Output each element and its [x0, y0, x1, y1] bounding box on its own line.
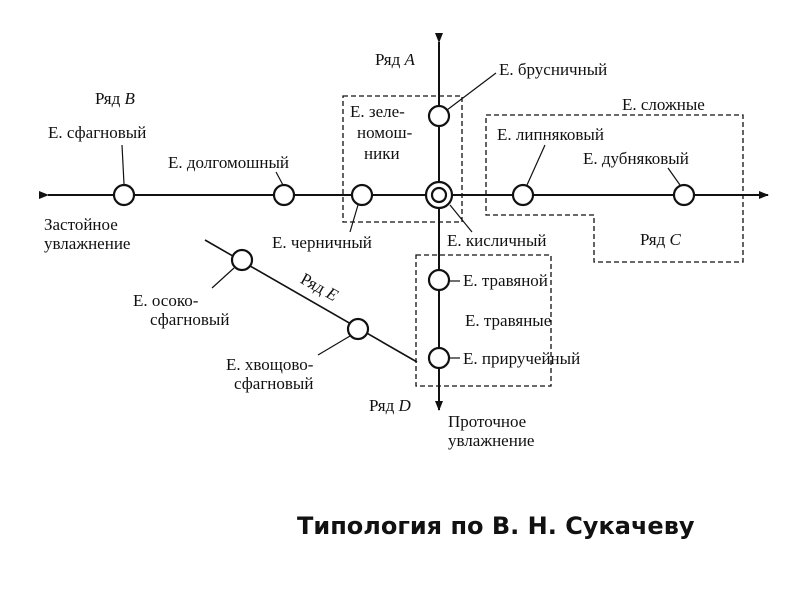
zelenomoshniki-group-box: [342, 95, 463, 223]
leader-dubnyakovy: [667, 167, 681, 186]
row-letter: B: [124, 89, 135, 108]
label-brusnichny: Е. брусничный: [499, 60, 608, 79]
row-c-label: Ряд C: [640, 230, 681, 249]
node-kislichny-inner: [430, 186, 448, 204]
label-hvoshchovo-1: Е. хвощово-: [226, 355, 314, 374]
stagnant-moisture-label-1: Застойное: [44, 215, 118, 234]
leader-lipnyakovy: [526, 144, 546, 186]
label-sphagnum: Е. сфагновый: [48, 123, 147, 142]
label-travyanye-group: Е. травяные: [465, 311, 552, 330]
node-brusnichny: [427, 104, 451, 128]
leader-dolgomoshny: [275, 171, 284, 186]
slide-caption: Типология по В. Н. Сукачеву: [297, 512, 695, 540]
label-travyanoy: Е. травяной: [463, 271, 548, 290]
node-dubnyakovy: [672, 183, 696, 207]
row-b-label: Ряд B: [95, 89, 135, 108]
node-kislichny-outer: [424, 180, 454, 210]
leader-sphagnum: [121, 144, 125, 185]
complex-group-box: [485, 114, 744, 263]
label-complex-group: Е. сложные: [622, 95, 705, 114]
leader-hvoshchovo: [317, 335, 351, 356]
label-osoko-2: сфагновый: [150, 310, 230, 329]
label-chernichny: Е. черничный: [272, 233, 372, 252]
node-sphagnum: [112, 183, 136, 207]
flowing-moisture-label-1: Проточное: [448, 412, 527, 431]
node-osoko: [230, 248, 254, 272]
node-lipnyakovy: [511, 183, 535, 207]
label-hvoshchovo-2: сфагновый: [234, 374, 314, 393]
row-letter: A: [404, 50, 415, 69]
row-a-label: Ряд A: [375, 50, 415, 69]
label-osoko-1: Е. осоко-: [133, 291, 199, 310]
leader-kislichny: [449, 204, 473, 233]
row-letter: D: [398, 396, 411, 415]
node-priruchey: [427, 346, 451, 370]
flowing-moisture-label-2: увлажнение: [448, 431, 535, 450]
leader-chernichny: [349, 204, 359, 233]
label-kislichny: Е. кисличный: [447, 231, 547, 250]
node-hvoshchovo: [346, 317, 370, 341]
label-zelenomoshniki-2: номош-: [357, 123, 413, 142]
stagnant-moisture-label-2: увлажнение: [44, 234, 131, 253]
row-d-label: Ряд D: [369, 396, 411, 415]
node-dolgomoshny: [272, 183, 296, 207]
node-chernichny: [350, 183, 374, 207]
label-priruchey: Е. приручейный: [463, 349, 581, 368]
leader-osoko: [211, 267, 235, 289]
node-travyanoy: [427, 268, 451, 292]
label-dubnyakovy: Е. дубняковый: [583, 149, 689, 168]
label-lipnyakovy: Е. липняковый: [497, 125, 604, 144]
label-zelenomoshniki-1: Е. зеле-: [350, 102, 405, 121]
label-zelenomoshniki-3: ники: [364, 144, 400, 163]
row-letter: C: [669, 230, 681, 249]
leader-brusnichny: [446, 72, 497, 111]
label-dolgomoshny: Е. долгомошный: [168, 153, 289, 172]
travyanye-group-box: [415, 254, 552, 387]
